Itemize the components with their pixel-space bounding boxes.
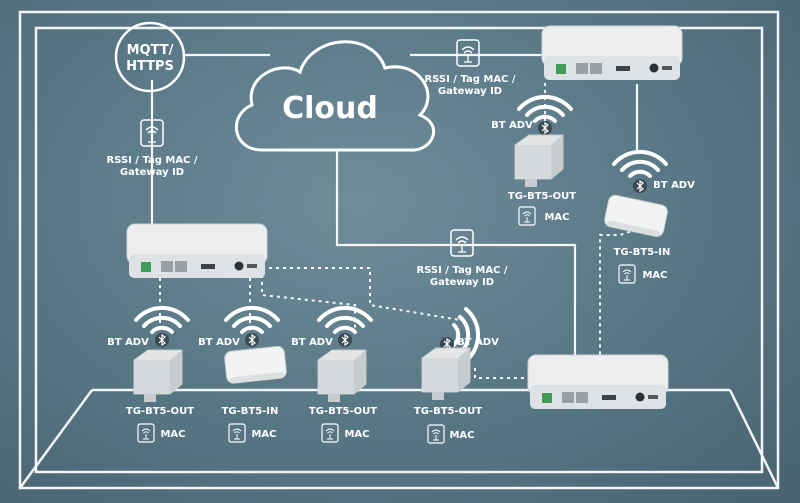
mac-label: MAC [449, 430, 474, 441]
wifi-icon [450, 229, 474, 257]
bt-waves [317, 305, 373, 334]
tag-model: TG-BT5-OUT [309, 406, 377, 417]
bluetooth-icon [537, 120, 553, 136]
tag-bottom-1: BT ADV TG-BT5-OUT MAC [107, 305, 194, 443]
bluetooth-icon [244, 332, 260, 348]
bluetooth-icon [337, 332, 353, 348]
protocol-badge: MQTT/ HTTPS [114, 21, 186, 93]
wifi-icon [228, 423, 246, 443]
cloud-shape: Cloud [235, 40, 435, 152]
gateway-bottom-right [527, 354, 669, 410]
tag-bottom-3: BT ADV TG-BT5-OUT MAC [291, 305, 377, 443]
bt-adv-label: BT ADV [107, 337, 149, 348]
payload-top: RSSI / Tag MAC / Gateway ID [424, 39, 516, 97]
tag-bottom-2: BT ADV TG-BT5-IN MAC [198, 305, 288, 443]
bt-waves [517, 94, 573, 123]
tag-model: TG-BT5-IN [222, 406, 279, 417]
payload-middle-line1: RSSI / Tag MAC / [416, 265, 507, 276]
gateway-left [126, 223, 268, 279]
payload-left-line1: RSSI / Tag MAC / [106, 155, 197, 166]
tag-model: TG-BT5-IN [614, 247, 671, 258]
payload-left: RSSI / Tag MAC / Gateway ID [106, 119, 198, 178]
bt-adv-label: BT ADV [457, 337, 499, 348]
bt-waves [134, 305, 190, 334]
bt-adv-label: BT ADV [491, 120, 533, 131]
protocol-line2: HTTPS [126, 59, 174, 74]
bt-adv-label: BT ADV [198, 337, 240, 348]
uplink-lines [150, 53, 639, 360]
payload-middle-line2: Gateway ID [430, 277, 494, 288]
bt-waves [612, 149, 668, 178]
tag-bottom-4: BT ADV TG-BT5-OUT MAC [414, 307, 499, 444]
cloud-label: Cloud [282, 91, 378, 126]
tag-top-right: BT ADV TG-BT5-OUT MAC [491, 94, 576, 226]
payload-top-line1: RSSI / Tag MAC / [424, 74, 515, 85]
mac-label: MAC [251, 429, 276, 440]
wifi-icon [321, 423, 339, 443]
bluetooth-icon [632, 178, 648, 194]
protocol-line1: MQTT/ [127, 43, 174, 58]
mac-label: MAC [544, 212, 569, 223]
bt-adv-label: BT ADV [653, 180, 695, 191]
mac-label: MAC [642, 270, 667, 281]
wifi-icon [427, 424, 445, 444]
wifi-icon [618, 264, 636, 284]
mac-label: MAC [344, 429, 369, 440]
wifi-icon [137, 423, 155, 443]
tag-model: TG-BT5-OUT [414, 406, 482, 417]
tag-right-indoor: BT ADV TG-BT5-IN MAC [602, 149, 695, 284]
payload-middle: RSSI / Tag MAC / Gateway ID [416, 229, 508, 288]
gateway-top-right [541, 25, 683, 81]
tag-model: TG-BT5-OUT [508, 191, 576, 202]
mac-label: MAC [160, 429, 185, 440]
payload-top-line2: Gateway ID [438, 86, 502, 97]
bt-waves [224, 305, 280, 334]
payload-left-line2: Gateway ID [120, 167, 184, 178]
wifi-icon [518, 206, 536, 226]
tag-model: TG-BT5-OUT [126, 406, 194, 417]
wifi-icon [456, 39, 480, 67]
bluetooth-icon [154, 332, 170, 348]
bt-adv-label: BT ADV [291, 337, 333, 348]
